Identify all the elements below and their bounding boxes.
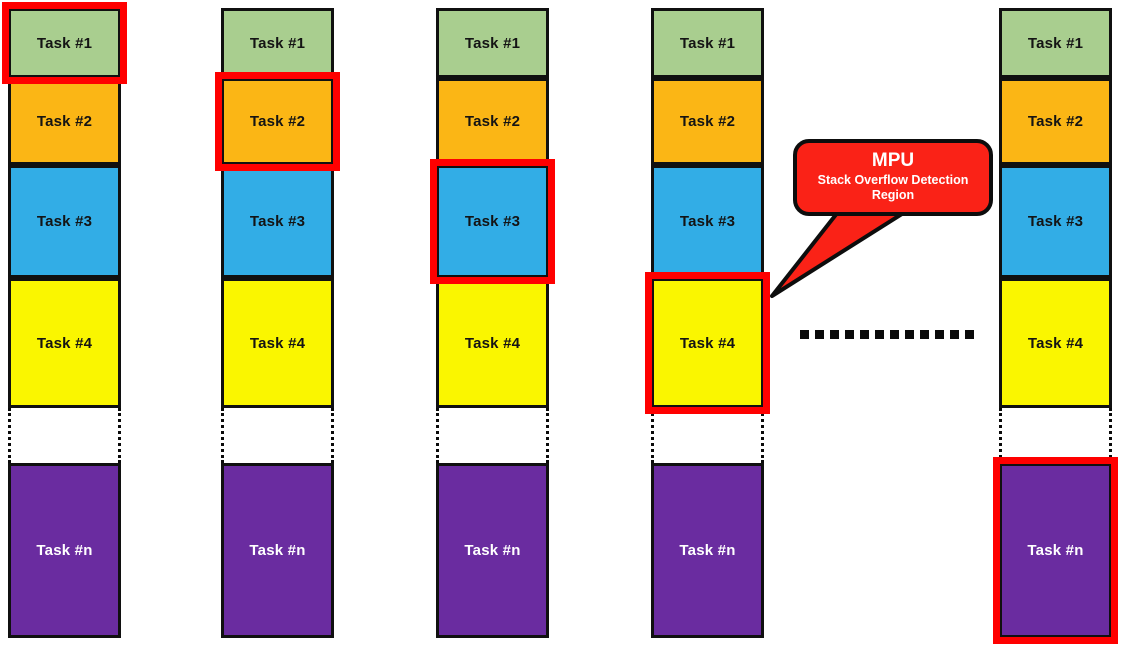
task-block-label: Task #3 [249, 213, 306, 230]
task-block-label: Task #4 [464, 334, 521, 352]
task-block-label: Task #4 [679, 334, 736, 352]
task-block-label: Task #1 [464, 34, 521, 52]
column-3-block-task-2[interactable]: Task #2 [436, 78, 549, 165]
continuation-dotted-line [800, 330, 978, 339]
task-block-label: Task #3 [679, 213, 736, 230]
column-1-block-task-4[interactable]: Task #4 [8, 278, 121, 408]
column-5-gap-region [999, 408, 1112, 463]
mpu-callout-bubble[interactable]: MPU Stack Overflow Detection Region [793, 139, 993, 216]
task-block-label: Task #1 [1027, 34, 1084, 52]
task-block-label: Task #n [679, 542, 736, 559]
callout-subtitle: Stack Overflow Detection Region [817, 172, 969, 203]
column-4-block-task-1[interactable]: Task #1 [651, 8, 764, 78]
task-block-label: Task #3 [1027, 213, 1084, 230]
task-block-label: Task #2 [36, 113, 93, 130]
column-2-gap-region [221, 408, 334, 463]
task-block-label: Task #n [36, 542, 93, 559]
task-block-label: Task #2 [249, 113, 306, 130]
column-1-block-task-n[interactable]: Task #n [8, 463, 121, 638]
task-block-label: Task #1 [36, 34, 93, 52]
column-2-block-task-1[interactable]: Task #1 [221, 8, 334, 78]
task-block-label: Task #2 [679, 113, 736, 130]
column-5-block-task-n[interactable]: Task #n [999, 463, 1112, 638]
column-1-block-task-2[interactable]: Task #2 [8, 78, 121, 165]
column-3-block-task-3[interactable]: Task #3 [436, 165, 549, 278]
column-3-gap-region [436, 408, 549, 463]
task-block-label: Task #3 [36, 213, 93, 230]
task-block-label: Task #2 [464, 113, 521, 130]
task-block-label: Task #4 [36, 334, 93, 352]
callout-title: MPU [871, 149, 915, 171]
column-1-block-task-3[interactable]: Task #3 [8, 165, 121, 278]
column-4-block-task-3[interactable]: Task #3 [651, 165, 764, 278]
column-4-block-task-n[interactable]: Task #n [651, 463, 764, 638]
column-4-block-task-2[interactable]: Task #2 [651, 78, 764, 165]
column-2-block-task-2[interactable]: Task #2 [221, 78, 334, 165]
column-2-block-task-4[interactable]: Task #4 [221, 278, 334, 408]
task-block-label: Task #4 [249, 334, 306, 352]
column-3-block-task-4[interactable]: Task #4 [436, 278, 549, 408]
column-4-gap-region [651, 408, 764, 463]
column-5-block-task-3[interactable]: Task #3 [999, 165, 1112, 278]
task-block-label: Task #2 [1027, 113, 1084, 130]
column-1-block-task-1[interactable]: Task #1 [8, 8, 121, 78]
task-block-label: Task #1 [249, 34, 306, 52]
column-5-block-task-1[interactable]: Task #1 [999, 8, 1112, 78]
task-block-label: Task #n [464, 542, 521, 559]
task-block-label: Task #n [1027, 542, 1084, 559]
task-block-label: Task #1 [679, 34, 736, 52]
column-1-gap-region [8, 408, 121, 463]
column-2-block-task-3[interactable]: Task #3 [221, 165, 334, 278]
column-2-block-task-n[interactable]: Task #n [221, 463, 334, 638]
task-block-label: Task #4 [1027, 334, 1084, 352]
column-5-block-task-4[interactable]: Task #4 [999, 278, 1112, 408]
column-5-block-task-2[interactable]: Task #2 [999, 78, 1112, 165]
column-3-block-task-1[interactable]: Task #1 [436, 8, 549, 78]
task-block-label: Task #n [249, 542, 306, 559]
column-4-block-task-4[interactable]: Task #4 [651, 278, 764, 408]
column-3-block-task-n[interactable]: Task #n [436, 463, 549, 638]
task-block-label: Task #3 [464, 213, 521, 230]
